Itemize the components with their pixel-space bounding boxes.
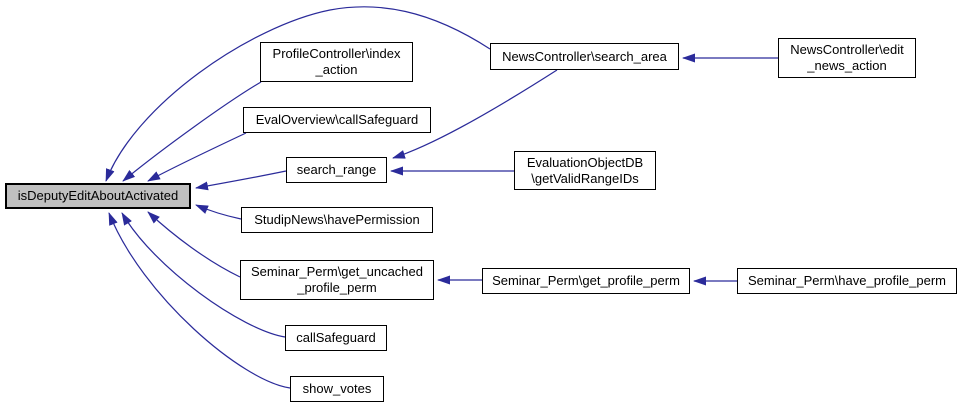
edge-search-range--main: [195, 170, 287, 191]
edge-news-search-area--search-range: [392, 69, 558, 159]
node-news-edit-news-action[interactable]: NewsController\edit _news_action: [778, 38, 916, 78]
edge-studip-news-have-permission--main: [195, 204, 242, 220]
edge-call-safeguard--main: [121, 212, 286, 338]
node-show-votes[interactable]: show_votes: [290, 376, 384, 402]
node-main: isDeputyEditAboutActivated: [5, 183, 191, 209]
node-studip-news-have-permission[interactable]: StudipNews\havePermission: [241, 207, 433, 233]
node-news-search-area[interactable]: NewsController\search_area: [490, 43, 679, 70]
node-eval-overview-call-safeguard[interactable]: EvalOverview\callSafeguard: [243, 107, 431, 133]
node-call-safeguard[interactable]: callSafeguard: [285, 325, 387, 351]
node-seminar-perm-get-profile-perm[interactable]: Seminar_Perm\get_profile_perm: [482, 268, 690, 294]
edge-seminar-perm-get-uncached-profile-perm--main: [147, 211, 241, 278]
node-search-range[interactable]: search_range: [286, 157, 387, 183]
node-seminar-perm-get-uncached-profile-perm[interactable]: Seminar_Perm\get_uncached _profile_perm: [240, 260, 434, 300]
edge-eval-overview-call-safeguard--main: [147, 132, 247, 182]
edge-news-search-area--main: [105, 6, 491, 182]
node-profile-index-action[interactable]: ProfileController\index _action: [260, 42, 413, 82]
node-evaluation-object-db-get-valid-range-ids[interactable]: EvaluationObjectDB \getValidRangeIDs: [514, 151, 656, 190]
edge-show-votes--main: [108, 212, 291, 389]
node-seminar-perm-have-profile-perm[interactable]: Seminar_Perm\have_profile_perm: [737, 268, 957, 294]
edge-profile-index-action--main: [122, 81, 262, 182]
